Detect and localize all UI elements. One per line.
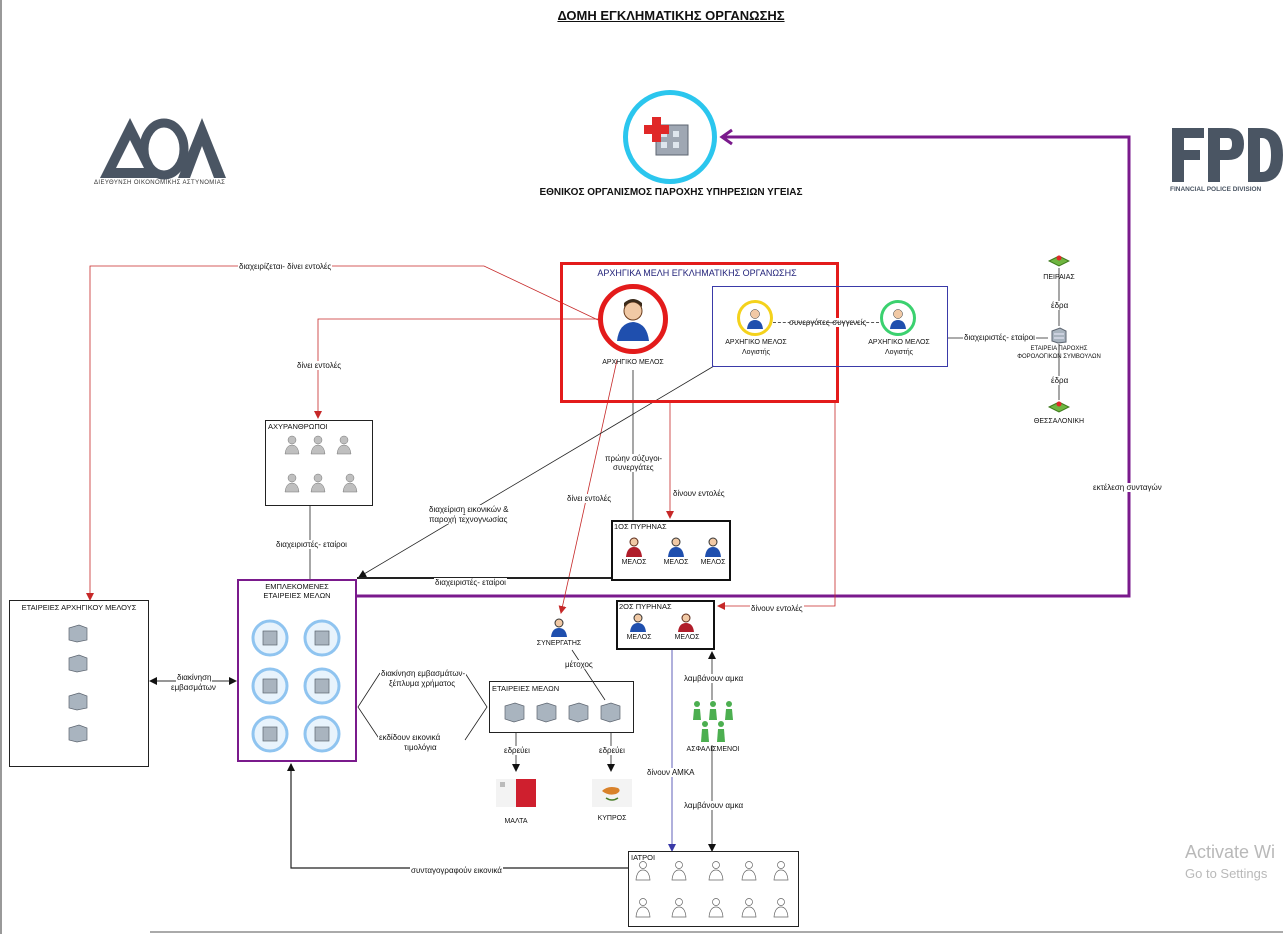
piraeus-map-icon bbox=[1047, 252, 1071, 268]
malta-label: ΜΑΛΤΑ bbox=[504, 818, 528, 825]
accountant-a-title: Λογιστής bbox=[742, 349, 770, 356]
core2-member-icons bbox=[628, 613, 698, 633]
edge-label-partner-orders: δίνει εντολές bbox=[566, 494, 613, 503]
edge-label-fictitious-mgmt: διαχείριση εικονικών & bbox=[428, 505, 510, 514]
edge-label-firm-managers: διαχειριστές- εταίροι bbox=[963, 333, 1036, 342]
health-org-label: ΕΘΝΙΚΟΣ ΟΡΓΑΝΙΣΜΟΣ ΠΑΡΟΧΗΣ ΥΠΗΡΕΣΙΩΝ ΥΓΕ… bbox=[539, 187, 803, 198]
edge-label-receive-amka-doctors: λαμβάνουν αμκα bbox=[683, 801, 745, 810]
edge-label-manages: διαχειρίζεται- δίνει εντολές bbox=[238, 262, 333, 271]
core2-member-label: ΜΕΛΟΣ bbox=[626, 634, 652, 641]
edge-label-ex-spouses: πρώην σύζυγοι- bbox=[604, 454, 664, 463]
insured-label: ΑΣΦΑΛΙΣΜΕΝΟΙ bbox=[686, 746, 740, 753]
accountants-box bbox=[712, 286, 948, 367]
member-companies-box bbox=[489, 681, 634, 733]
edge-label-core2-orders: δίνουν εντολές bbox=[750, 604, 804, 613]
economic-police-logo: ΔΙΕΥΘΥΝΣΗ ΟΙΚΟΝΟΜΙΚΗΣ ΑΣΤΥΝΟΜΙΑΣ bbox=[92, 112, 227, 192]
edge-label-seated-malta: εδρεύει bbox=[503, 746, 531, 755]
core1-member-label: ΜΕΛΟΣ bbox=[621, 559, 647, 566]
edge-label-shareholder: μέτοχος bbox=[564, 660, 594, 669]
accountant-b-role: ΑΡΧΗΓΙΚΟ ΜΕΛΟΣ bbox=[868, 339, 930, 346]
edge-label-give-amka: δίνουν ΑΜΚΑ bbox=[646, 768, 696, 777]
edge-label-know-how: παροχή τεχνογνωσίας bbox=[428, 515, 509, 524]
partner-person-icon bbox=[550, 618, 568, 638]
doctors-title: ΙΑΤΡΟΙ bbox=[631, 853, 656, 862]
core1-member-label: ΜΕΛΟΣ bbox=[700, 559, 726, 566]
core1-member-label: ΜΕΛΟΣ bbox=[663, 559, 689, 566]
firm-building-icon bbox=[1050, 326, 1068, 344]
edge-label-fake-invoices: εκδίδουν εικονικά bbox=[378, 733, 442, 742]
edge-label-gives-orders: δίνει εντολές bbox=[296, 361, 343, 370]
partner-label: ΣΥΝΕΡΓΑΤΗΣ bbox=[536, 640, 582, 647]
core1-box bbox=[611, 520, 731, 581]
right-logo-text: FINANCIAL POLICE DIVISION bbox=[1170, 186, 1262, 193]
firm-name-line2: ΦΟΡΟΛΟΓΙΚΩΝ ΣΥΜΒΟΥΛΩΝ bbox=[1017, 354, 1101, 360]
relatives-connector bbox=[773, 322, 879, 323]
piraeus-label: ΠΕΙΡΑΙΑΣ bbox=[1043, 274, 1075, 281]
edge-label-money-transfer: διακίνηση εμβασμάτων- bbox=[380, 669, 467, 678]
leader-companies-box bbox=[9, 600, 149, 767]
core1-member-icons bbox=[624, 536, 724, 558]
edge-label-money-laundering: ξέπλυμα χρήματος bbox=[388, 679, 457, 688]
edge-label-core1-managers: διαχειριστές- εταίροι bbox=[434, 578, 507, 587]
edge-label-partners: συνεργάτες bbox=[612, 463, 655, 472]
doctors-box bbox=[628, 851, 799, 927]
involved-title-line2: ΕΤΑΙΡΕΙΕΣ ΜΕΛΩΝ bbox=[263, 591, 331, 600]
edge-label-strawmen-managers: διαχειριστές- εταίροι bbox=[275, 540, 348, 549]
involved-companies-box bbox=[237, 579, 357, 762]
edge-label-core1-orders: δίνουν εντολές bbox=[672, 489, 726, 498]
core2-box bbox=[616, 600, 715, 650]
left-logo-text: ΔΙΕΥΘΥΝΣΗ ΟΙΚΟΝΟΜΙΚΗΣ ΑΣΤΥΝΟΜΙΑΣ bbox=[94, 180, 226, 186]
leader-label: ΑΡΧΗΓΙΚΟ ΜΕΛΟΣ bbox=[602, 359, 664, 366]
cyprus-flag-icon bbox=[592, 779, 632, 807]
core2-title: 2ΟΣ ΠΥΡΗΝΑΣ bbox=[619, 602, 672, 611]
financial-police-logo: FINANCIAL POLICE DIVISION bbox=[1170, 126, 1283, 196]
health-org-icon bbox=[623, 90, 717, 184]
edge-label-seated-cyprus: εδρεύει bbox=[598, 746, 626, 755]
edge-label-transfers: διακίνηση bbox=[176, 673, 213, 682]
edge-label-seat-bottom: έδρα bbox=[1050, 376, 1070, 385]
accountant-a-icon bbox=[737, 300, 773, 336]
malta-flag-icon bbox=[496, 779, 536, 807]
strawmen-title: ΑΧΥΡΑΝΘΡΩΠΟΙ bbox=[268, 422, 328, 431]
leader-companies-title: ΕΤΑΙΡΕΙΕΣ ΑΡΧΗΓΙΚΟΥ ΜΕΛΟΥΣ bbox=[21, 603, 137, 612]
involved-title-line1: ΕΜΠΛΕΚΟΜΕΝΕΣ bbox=[265, 582, 329, 591]
insured-people-icon bbox=[690, 700, 736, 744]
member-companies-title: ΕΤΑΙΡΕΙΕΣ ΜΕΛΩΝ bbox=[492, 684, 560, 693]
activation-watermark-settings: Go to Settings bbox=[1185, 866, 1268, 881]
involved-company-icons bbox=[248, 616, 348, 756]
edge-label-remittances: εμβασμάτων bbox=[170, 683, 217, 692]
strawmen-icons bbox=[282, 434, 362, 498]
member-company-icons bbox=[504, 702, 624, 724]
doctors-icons bbox=[634, 860, 794, 922]
leader-person-icon bbox=[598, 284, 668, 354]
strawmen-box bbox=[265, 420, 373, 506]
accountant-b-icon bbox=[880, 300, 916, 336]
accountant-b-title: Λογιστής bbox=[885, 349, 913, 356]
accountant-a-role: ΑΡΧΗΓΙΚΟ ΜΕΛΟΣ bbox=[725, 339, 787, 346]
thessaloniki-map-icon bbox=[1047, 398, 1071, 414]
edge-label-prescriptions: εκτέλεση συνταγών bbox=[1092, 483, 1163, 492]
edge-label-invoices: τιμολόγια bbox=[403, 743, 438, 752]
leader-company-icons bbox=[67, 624, 89, 746]
edge-label-receive-amka: λαμβάνουν αμκα bbox=[683, 674, 745, 683]
firm-name-line1: ΕΤΑΙΡΕΙΑ ΠΑΡΟΧΗΣ bbox=[1030, 346, 1088, 352]
activation-watermark: Activate Wi bbox=[1185, 842, 1276, 862]
leaders-box-title: ΑΡΧΗΓΙΚΑ ΜΕΛΗ ΕΓΚΛΗΜΑΤΙΚΗΣ ΟΡΓΑΝΩΣΗΣ bbox=[597, 268, 797, 278]
edge-label-prescribe: συνταγογραφούν εικονικά bbox=[410, 866, 503, 875]
edge-label-seat-top: έδρα bbox=[1050, 301, 1070, 310]
core1-title: 1ΟΣ ΠΥΡΗΝΑΣ bbox=[614, 522, 667, 531]
page-title: ΔΟΜΗ ΕΓΚΛΗΜΑΤΙΚΗΣ ΟΡΓΑΝΩΣΗΣ bbox=[557, 8, 785, 23]
cyprus-label: ΚΥΠΡΟΣ bbox=[597, 815, 627, 822]
core2-member-label: ΜΕΛΟΣ bbox=[674, 634, 700, 641]
thessaloniki-label: ΘΕΣΣΑΛΟΝΙΚΗ bbox=[1033, 418, 1085, 425]
leaders-box bbox=[560, 262, 839, 403]
